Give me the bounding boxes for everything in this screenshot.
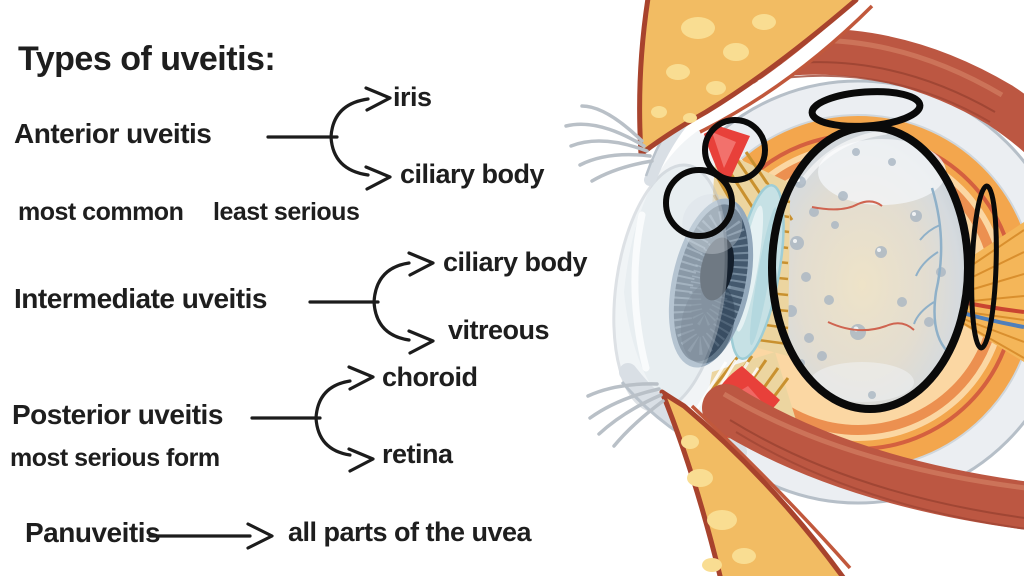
iris: [668, 193, 754, 368]
anterior-target-ciliary-body: ciliary body: [400, 159, 545, 189]
intermediate-target-vitreous: vitreous: [448, 315, 550, 345]
panuveitis-label: Panuveitis: [25, 517, 161, 548]
cornea-highlight: [631, 211, 650, 372]
intermediate-branch-arrow: [308, 251, 435, 355]
annotation-rings: [663, 88, 999, 413]
posterior-uveitis-label: Posterior uveitis: [12, 399, 223, 430]
anterior-uveitis-label: Anterior uveitis: [14, 118, 212, 149]
posterior-target-choroid: choroid: [382, 362, 478, 392]
anterior-note-most-common: most common: [18, 198, 184, 226]
anterior-branch-arrow: [266, 86, 392, 191]
inferior-rectus-muscle: [702, 384, 1024, 530]
intermediate-target-ciliary-body: ciliary body: [443, 247, 588, 277]
anterior-target-iris: iris: [393, 82, 432, 112]
lower-eyelashes: [586, 382, 665, 448]
intermediate-uveitis-label: Intermediate uveitis: [14, 283, 267, 314]
vitreous-vessels-blue: [913, 187, 949, 353]
branch-arrows: [148, 86, 435, 550]
annotation-ring-iris: [663, 167, 735, 239]
posterior-branch-arrow: [250, 365, 375, 473]
vitreous-vessels-red: [811, 200, 915, 332]
upper-eyelashes: [564, 104, 654, 183]
anterior-note-least-serious: least serious: [213, 198, 360, 226]
upper-eyelid-fat-lobules: [651, 14, 776, 123]
posterior-target-retina: retina: [382, 439, 453, 469]
pupil: [700, 237, 735, 301]
panuveitis-target-all-uvea: all parts of the uvea: [288, 517, 532, 547]
posterior-note-most-serious: most serious form: [10, 444, 220, 472]
lower-eyelid-fat-lobules: [681, 435, 756, 572]
annotation-ring-vitreous: [768, 123, 972, 413]
panuveitis-arrow: [148, 522, 274, 550]
annotation-ring-retina: [969, 183, 999, 351]
annotation-ring-ciliary-body: [702, 117, 768, 183]
upper-eyelid: [564, 0, 874, 183]
lower-eyelid: [586, 382, 852, 576]
ciliary-body-top: [700, 120, 750, 188]
page-title: Types of uveitis:: [18, 40, 276, 78]
